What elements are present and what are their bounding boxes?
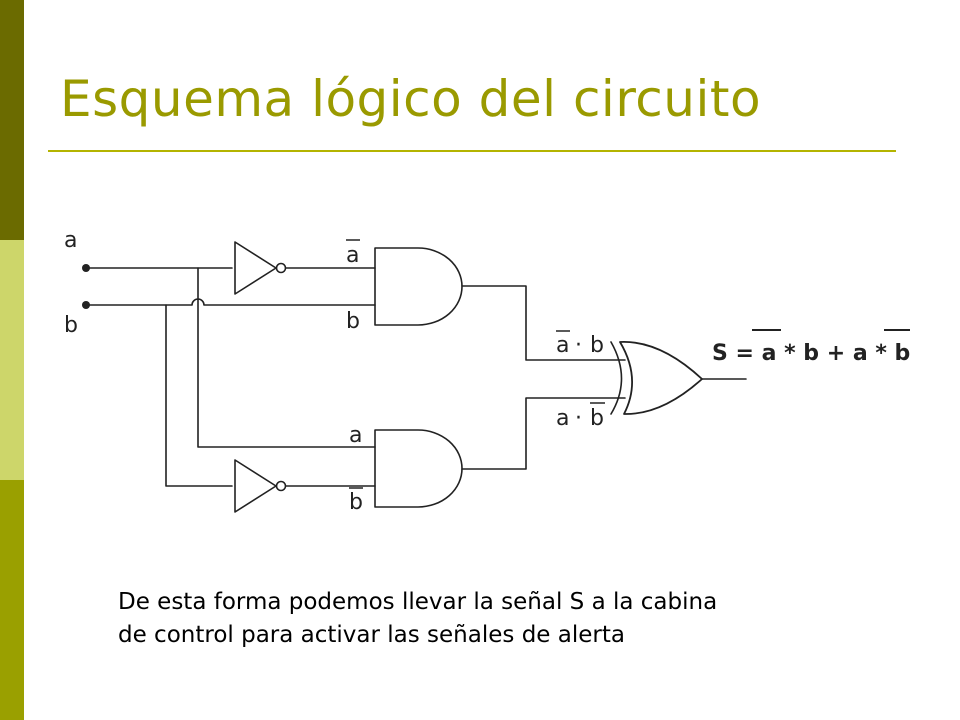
not-gate-2 — [234, 459, 277, 513]
title-underline — [48, 150, 896, 152]
not-bubble-1 — [275, 262, 287, 274]
wire-and2-out — [461, 397, 626, 470]
term1-dot: · — [575, 333, 582, 358]
gate1-label-top: a — [346, 243, 359, 268]
formula-t1-left: a — [762, 341, 777, 366]
not-gate-1 — [234, 241, 277, 295]
xor-extra-curve — [610, 341, 623, 415]
input-label-b: b — [64, 313, 78, 338]
slide-body-text: De esta forma podemos llevar la señal S … — [118, 586, 717, 652]
output-formula: S = a * b + a * b — [712, 341, 910, 366]
wire-branch-b — [165, 304, 233, 487]
gate1-label-bottom: b — [346, 309, 360, 334]
formula-t2-right: b — [895, 341, 911, 366]
sidebar-band-light — [0, 240, 24, 480]
term2-left: a — [556, 406, 569, 431]
and-gate-2 — [374, 429, 463, 508]
not-bubble-2 — [275, 480, 287, 492]
input-label-a: a — [64, 228, 77, 253]
wire-input-b — [85, 298, 376, 306]
wire-and1-out — [461, 285, 626, 361]
term1-right: b — [590, 333, 604, 358]
input-terminal-a — [82, 264, 90, 272]
body-line-2: de control para activar las señales de a… — [118, 622, 625, 648]
wire-branch-a — [197, 267, 376, 448]
gate2-label-bottom: b — [349, 490, 363, 515]
sidebar-band-olive — [0, 480, 24, 720]
term2-right: b — [590, 406, 604, 431]
xor-gate — [619, 341, 703, 415]
and-gate-1 — [374, 247, 463, 326]
input-terminal-b — [82, 301, 90, 309]
slide-title: Esquema lógico del circuito — [60, 70, 762, 128]
sidebar-band-dark — [0, 0, 24, 240]
gate2-label-top: a — [349, 423, 362, 448]
term2-dot: · — [575, 406, 582, 431]
body-line-1: De esta forma podemos llevar la señal S … — [118, 589, 718, 615]
term1-left: a — [556, 333, 569, 358]
